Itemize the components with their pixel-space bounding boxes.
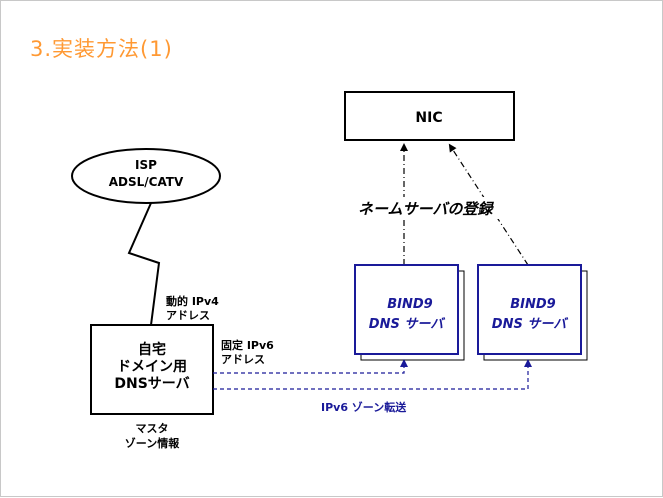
dynamic-ipv4-line1: 動的 IPv4	[166, 294, 219, 308]
home-server-line2: ドメイン用	[117, 359, 187, 375]
isp-link-line	[127, 202, 161, 326]
home-dns-server-node: 自宅 ドメイン用 DNSサーバ	[90, 324, 214, 415]
master-zone-line2: ゾーン情報	[125, 436, 180, 450]
zone-transfer-line-1	[213, 359, 408, 374]
bind9-server-1: BIND9 DNS サーバ	[354, 264, 465, 361]
master-zone-line1: マスタ	[136, 422, 169, 435]
bind9-server-2-line1: BIND9	[510, 297, 555, 312]
home-server-line3: DNSサーバ	[114, 376, 189, 392]
home-server-line1: 自宅	[138, 341, 166, 358]
isp-label-line1: ISP	[135, 158, 157, 172]
fixed-ipv6-line2: アドレス	[221, 353, 265, 366]
bind9-server-1-line2: DNS サーバ	[369, 317, 445, 332]
nic-box	[344, 91, 515, 141]
dynamic-ipv4-line2: アドレス	[166, 309, 210, 322]
isp-node: ISP ADSL/CATV	[71, 148, 221, 204]
home-dns-server-box	[90, 324, 214, 415]
nameserver-registration-label: ネームサーバの登録	[358, 200, 494, 218]
zone-transfer-label: IPv6 ゾーン転送	[321, 400, 407, 414]
isp-ellipse	[71, 148, 221, 204]
nic-label: NIC	[415, 110, 442, 126]
bind9-server-2: BIND9 DNS サーバ	[477, 264, 588, 361]
fixed-ipv6-line1: 固定 IPv6	[221, 338, 274, 352]
isp-label-line2: ADSL/CATV	[109, 175, 184, 189]
bind9-server-2-box	[477, 264, 582, 355]
registration-label-bg	[357, 197, 529, 219]
bind9-server-1-box	[354, 264, 459, 355]
slide-title: 3.実装方法(1)	[30, 37, 173, 61]
zone-transfer-line-2	[213, 359, 532, 390]
bind9-server-1-line1: BIND9	[387, 297, 432, 312]
bind9-server-2-line2: DNS サーバ	[492, 317, 568, 332]
nic-node: NIC	[344, 91, 515, 141]
